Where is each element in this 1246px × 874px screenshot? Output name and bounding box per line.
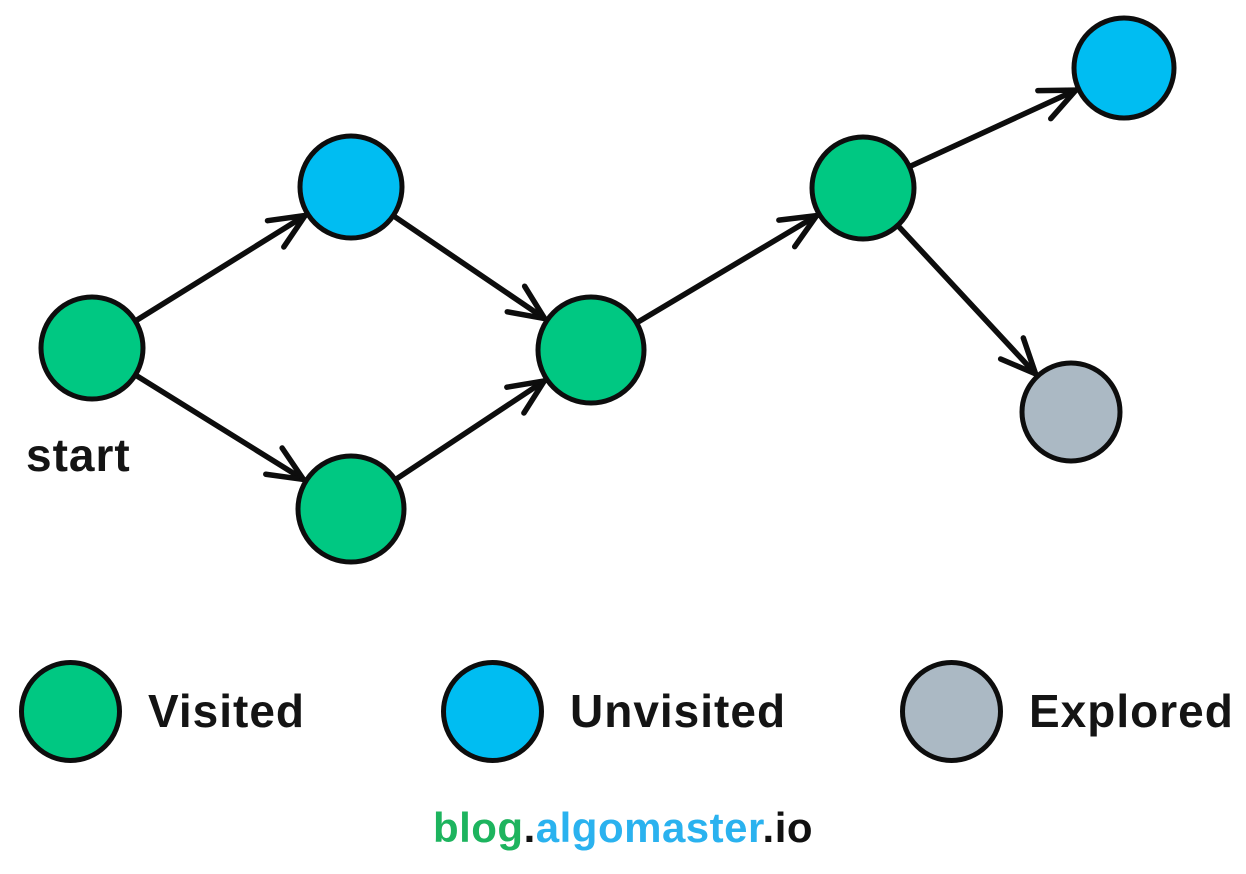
edge-stroke <box>281 212 308 250</box>
edge-top-left-to-middle <box>392 214 548 322</box>
graph-node-top-right-unvisited <box>1071 15 1177 121</box>
graph-node-middle-visited <box>535 294 647 406</box>
edge-stroke <box>521 378 548 416</box>
watermark-segment: blog <box>432 804 524 851</box>
edge-start-to-top-left <box>134 212 308 323</box>
edge-stroke <box>997 356 1039 377</box>
legend: Visited Unvisited Explored <box>0 659 1246 763</box>
edge-stroke <box>504 378 548 390</box>
edge-middle-to-upper-right <box>635 212 820 325</box>
edge-stroke <box>635 212 820 325</box>
edge-stroke <box>791 212 820 250</box>
edge-stroke <box>263 471 307 483</box>
legend-label-visited: Visited <box>148 685 305 737</box>
edge-stroke <box>264 212 308 224</box>
watermark-segment: algomaster <box>535 804 763 851</box>
edge-bottom-left-to-middle <box>394 378 548 482</box>
explored-node-swatch <box>900 659 1003 763</box>
edge-stroke <box>1020 335 1039 377</box>
edge-stroke <box>504 309 548 322</box>
edge-upper-right-to-lower-right <box>896 224 1039 377</box>
edge-stroke <box>134 212 308 323</box>
legend-label-explored: Explored <box>1029 685 1234 737</box>
legend-item-explored: Explored <box>900 659 1234 763</box>
edge-stroke <box>392 214 548 322</box>
graph-node-lower-right-explored <box>1019 360 1123 464</box>
edge-stroke <box>1048 87 1079 122</box>
edge-start-to-bottom-left <box>134 373 307 483</box>
site-watermark: blog.algomaster.io <box>0 804 1246 852</box>
graph-node-bottom-left-visited <box>295 453 407 565</box>
graph-diagram <box>38 15 1177 565</box>
watermark-segment: . <box>762 804 775 851</box>
legend-item-visited: Visited <box>19 659 305 763</box>
watermark-segment: . <box>523 804 536 851</box>
edge-upper-right-to-top-right <box>908 87 1079 169</box>
watermark-segment: io <box>774 804 814 851</box>
graph-node-start-visited <box>38 294 146 402</box>
edge-stroke <box>279 445 307 483</box>
edge-stroke <box>908 87 1079 169</box>
start-node-label: start <box>26 429 131 481</box>
graph-node-top-left-unvisited <box>297 133 405 241</box>
graph-node-upper-right-visited <box>809 134 917 242</box>
edge-stroke <box>521 283 548 322</box>
legend-item-unvisited: Unvisited <box>441 659 786 763</box>
unvisited-node-swatch <box>441 659 544 763</box>
legend-label-unvisited: Unvisited <box>570 685 787 737</box>
edge-stroke <box>134 373 307 483</box>
edge-stroke <box>896 224 1039 377</box>
edge-stroke <box>776 212 820 223</box>
visited-node-swatch <box>19 659 122 763</box>
edge-stroke <box>394 378 548 482</box>
